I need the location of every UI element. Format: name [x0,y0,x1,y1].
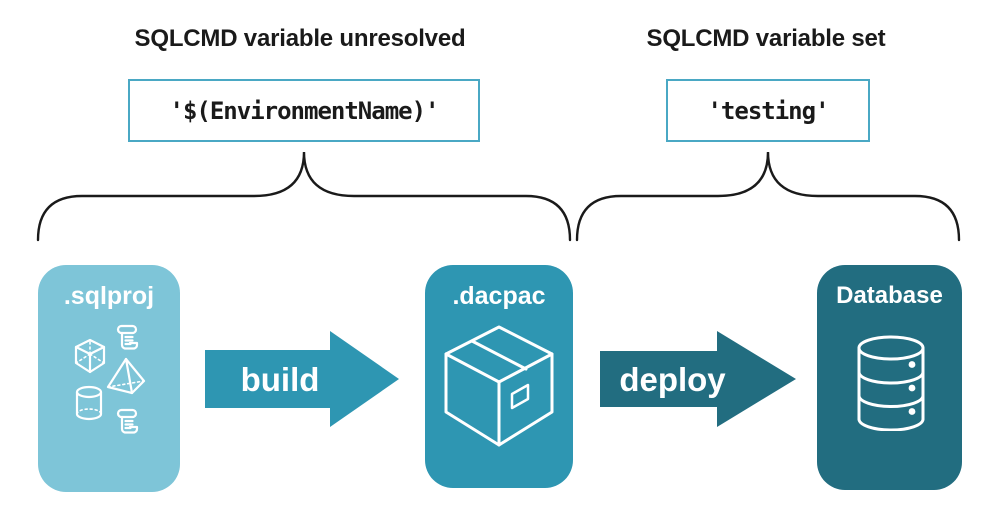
cube-icon [74,338,106,374]
left-annotation-title: SQLCMD variable unresolved [134,25,466,52]
database-icon [857,335,925,431]
resolved-variable-code: 'testing' [707,96,829,125]
database-node: Database [817,265,962,490]
cylinder-icon [75,385,103,421]
sqlproj-node: .sqlproj [38,265,180,492]
pyramid-icon [106,357,146,395]
resolved-variable-box: 'testing' [666,79,870,142]
right-brace [575,151,961,242]
sql-objects-icon [74,324,146,434]
build-arrow-label: build [240,361,320,398]
build-arrow: build [205,331,400,429]
left-brace [36,151,572,242]
script-scroll-icon [116,324,139,350]
deploy-arrow: deploy [600,331,797,429]
dacpac-node: .dacpac [425,265,573,488]
unresolved-variable-code: '$(EnvironmentName)' [169,96,440,125]
deploy-arrow-shape [600,331,796,427]
package-icon [444,325,554,447]
database-node-label: Database [836,282,943,309]
right-annotation-title: SQLCMD variable set [646,25,886,52]
script-scroll-icon [116,408,139,434]
dacpac-node-label: .dacpac [452,282,546,310]
build-arrow-shape [205,331,399,427]
build-arrow-polygon [205,331,399,427]
deploy-arrow-polygon [600,331,796,427]
unresolved-variable-box: '$(EnvironmentName)' [128,79,480,142]
deploy-arrow-label: deploy [619,361,726,398]
brace-layer [36,151,961,242]
sqlproj-node-label: .sqlproj [63,282,155,310]
